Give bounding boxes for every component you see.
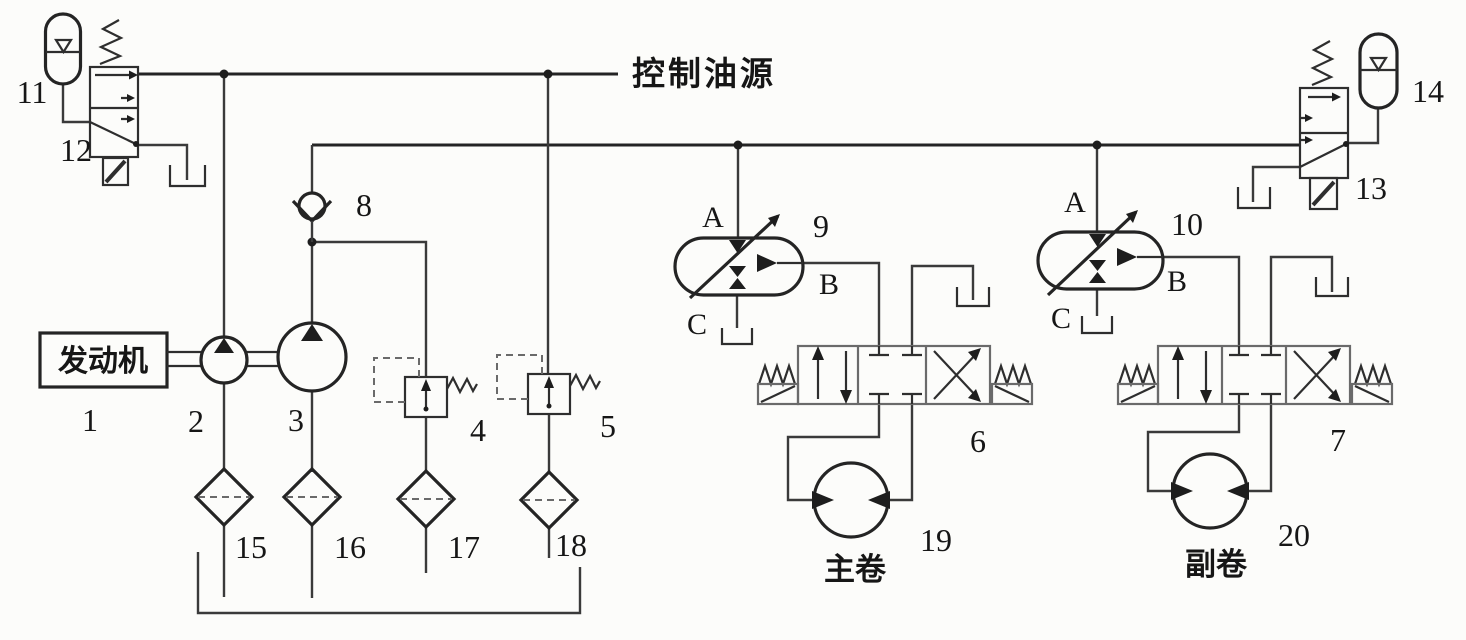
tank-symbol [955, 287, 991, 308]
adjust-arrow [1046, 210, 1138, 297]
label-1: 1 [82, 402, 98, 438]
check-valve-8 [291, 191, 333, 242]
right-pilot-actuator [990, 362, 1034, 406]
left-pilot-actuator [756, 362, 800, 406]
valve10-port-c: C [1051, 302, 1071, 335]
adjust-arrow [688, 214, 780, 300]
tank-symbol [168, 165, 207, 188]
unloading-valve-12 [88, 19, 207, 188]
pilot-line [373, 357, 420, 403]
main-winch-motor-19 [812, 461, 890, 539]
left-pilot-actuator [1116, 362, 1160, 406]
label-3: 3 [288, 402, 304, 438]
accumulator-11 [43, 12, 83, 86]
spring [1117, 362, 1157, 388]
pipelines [61, 72, 1380, 615]
label-17: 17 [448, 529, 480, 565]
pilot-valve-10 [1036, 210, 1165, 335]
label-2: 2 [188, 403, 204, 439]
accumulator-14 [1358, 32, 1399, 110]
label-16: 16 [334, 529, 366, 565]
filter-17 [395, 468, 457, 530]
labels: 控制油源 发动机 主卷 副卷 1 2 3 4 5 6 7 8 9 10 11 1… [17, 55, 1444, 587]
filter-16 [281, 466, 343, 528]
label-6: 6 [970, 423, 986, 459]
spring [98, 19, 124, 66]
filter-15 [193, 466, 255, 528]
label-4: 4 [470, 412, 486, 448]
lever [1299, 142, 1349, 168]
directional-valve-7 [1116, 277, 1394, 406]
spring [1310, 40, 1335, 87]
label-10: 10 [1171, 206, 1203, 242]
aux-winch-motor-20 [1171, 452, 1249, 530]
valve10-port-b: B [1167, 265, 1187, 298]
valve9-port-b: B [819, 268, 839, 301]
pilot-valve-9 [673, 214, 805, 346]
relief-valve-5 [496, 354, 601, 416]
spring [993, 362, 1033, 388]
unloading-valve-13 [1236, 40, 1350, 211]
label-20: 20 [1278, 517, 1310, 553]
label-11: 11 [17, 74, 48, 110]
label-7: 7 [1330, 422, 1346, 458]
tank-symbol [1314, 277, 1350, 298]
tank-return-line [196, 552, 582, 615]
label-18: 18 [555, 527, 587, 563]
filter-18 [518, 469, 580, 531]
label-8: 8 [356, 187, 372, 223]
tank-symbol [1236, 187, 1272, 210]
label-5: 5 [600, 408, 616, 444]
drive-shaft [167, 350, 279, 368]
lever [89, 121, 139, 146]
valve10-port-a: A [1064, 186, 1086, 219]
label-19: 19 [920, 522, 952, 558]
spring [569, 372, 601, 392]
aux-winch-label: 副卷 [1185, 547, 1248, 582]
solenoid [101, 156, 130, 187]
relief-valve-4 [373, 357, 478, 419]
pilot-line [496, 354, 543, 400]
tank-symbol [1080, 316, 1114, 335]
right-pilot-actuator [1350, 362, 1394, 406]
main-pump-3 [276, 321, 348, 393]
tank-symbol [720, 328, 754, 346]
spring [446, 375, 478, 395]
label-12: 12 [60, 132, 92, 168]
main-winch-label: 主卷 [824, 552, 887, 587]
solenoid [1308, 176, 1339, 211]
engine-1 [38, 331, 279, 389]
label-15: 15 [235, 529, 267, 565]
control-oil-source-label: 控制油源 [632, 55, 776, 92]
spring [757, 362, 797, 388]
label-9: 9 [813, 208, 829, 244]
junction-dots [219, 69, 1102, 247]
engine-label: 发动机 [57, 345, 148, 378]
label-14: 14 [1412, 73, 1444, 109]
spring [1353, 362, 1393, 388]
valve9-port-a: A [702, 201, 724, 234]
directional-valve-6 [756, 287, 1034, 406]
valve9-port-c: C [687, 308, 707, 341]
label-13: 13 [1355, 170, 1387, 206]
pilot-pump-2 [199, 335, 249, 385]
